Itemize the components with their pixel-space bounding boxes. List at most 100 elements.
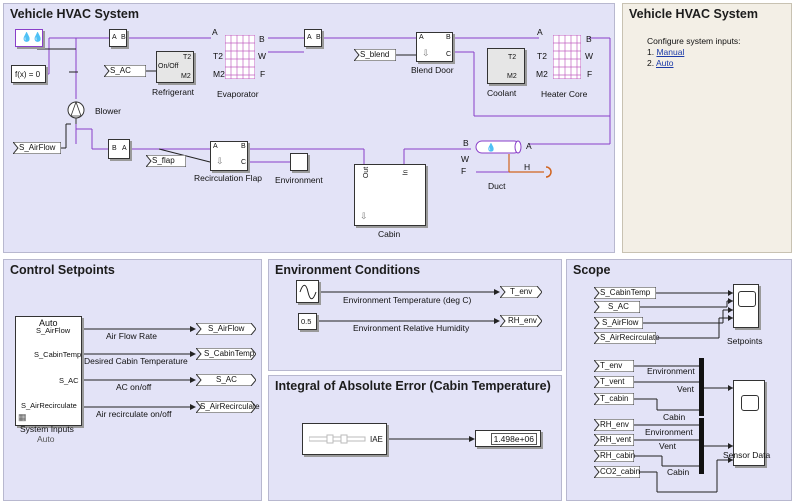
environment-block[interactable] — [290, 153, 308, 171]
from-tag-s-airrecirculate[interactable]: S_AirRecirculate — [594, 332, 660, 344]
from-tag-s-blend[interactable]: S_blend — [354, 49, 396, 61]
iae-display-value: 1.498e+06 — [490, 433, 537, 445]
heater-core-block[interactable]: A B T2 W M2 F — [536, 27, 594, 79]
system-inputs-sublabel: Auto — [37, 434, 55, 444]
info-panel-title: Vehicle HVAC System — [629, 7, 758, 21]
coolant-label: Coolant — [487, 88, 517, 98]
scope-wires — [633, 290, 733, 493]
from-tag-rh-cabin[interactable]: RH_cabin — [594, 450, 635, 462]
damper-icon: ⇩ — [422, 48, 430, 58]
goto-tag-s-cabintemp[interactable]: S_CabinTemp — [196, 348, 256, 360]
from-tag-t-vent[interactable]: T_vent — [594, 376, 634, 388]
refrigerant-label: Refrigerant — [152, 87, 195, 97]
control-wires — [82, 326, 196, 410]
iae-subsystem-icon — [309, 434, 366, 444]
signal-air-flow-rate: Air Flow Rate — [106, 331, 158, 341]
environment-wires — [315, 289, 500, 324]
pipe-icon: 💧 — [475, 140, 522, 154]
port-ab-top[interactable]: A B — [109, 29, 127, 47]
signal-ac-onoff: AC on/off — [116, 382, 152, 392]
iae-subsystem-block[interactable]: IAE — [302, 423, 387, 455]
system-inputs-subsystem[interactable]: Auto S_AirFlow S_CabinTemp S_AC S_AirRec… — [15, 316, 82, 426]
configure-text: Configure system inputs: — [647, 36, 741, 46]
system-inputs-label: System Inputs — [20, 424, 74, 434]
sine-wave-source[interactable] — [296, 280, 319, 303]
signal-air-recirculate: Air recirculate on/off — [96, 409, 172, 419]
from-tag-s-ac-hvac[interactable]: S_AC — [104, 65, 146, 77]
port-ba[interactable]: B A — [108, 139, 130, 159]
goto-tag-s-airflow[interactable]: S_AirFlow — [196, 323, 256, 335]
link-auto-item: 2. Auto — [647, 58, 674, 68]
svg-text:💧: 💧 — [486, 142, 496, 152]
iae-wires — [386, 436, 475, 442]
coolant-block[interactable]: T2 M2 — [487, 48, 525, 84]
from-tag-rh-vent[interactable]: RH_vent — [594, 434, 634, 446]
blower-label: Blower — [95, 106, 121, 116]
evaporator-block[interactable]: A B T2 W M2 F — [212, 27, 267, 79]
environment-panel-title: Environment Conditions — [275, 263, 421, 277]
rh-mux[interactable] — [699, 418, 704, 474]
rh-signal-vent: Vent — [659, 441, 677, 451]
sensor-data-label: Sensor Data — [723, 450, 771, 460]
info-panel: Vehicle HVAC System Configure system inp… — [622, 3, 792, 253]
blend-door-label: Blend Door — [411, 65, 454, 75]
solver-config-block[interactable]: f(x) = 0 — [11, 65, 46, 83]
control-setpoints-panel: Control Setpoints Auto S_AirFlow S_Cabin… — [3, 259, 262, 501]
iae-display-block[interactable]: 1.498e+06 — [475, 430, 541, 447]
from-tag-s-flap[interactable]: S_flap — [146, 155, 186, 167]
blower-fan-icon[interactable] — [65, 99, 87, 125]
recirculation-flap-block[interactable]: A B C ⇩ — [210, 141, 248, 171]
environment-humidity-label: Environment Relative Humidity — [353, 323, 470, 333]
from-tag-t-cabin[interactable]: T_cabin — [594, 393, 634, 405]
scope-screen-icon — [738, 291, 756, 307]
environment-label: Environment — [275, 175, 323, 185]
refrigerant-block[interactable]: On/Off T2 M2 — [156, 51, 194, 83]
goto-tag-rh-env[interactable]: RH_env — [500, 315, 542, 327]
port-ab-middle[interactable]: A B — [304, 29, 322, 47]
evaporator-coil-icon — [225, 35, 255, 79]
link-manual-item: 1. Manual — [647, 47, 685, 57]
recirculation-flap-label: Recirculation Flap — [194, 173, 263, 183]
goto-tag-s-airrecirculate[interactable]: S_AirRecirculate — [196, 401, 260, 413]
duct-block[interactable]: B A W F H 💧 — [456, 136, 552, 180]
sine-wave-icon — [299, 284, 317, 300]
heater-core-label: Heater Core — [541, 89, 588, 99]
humidity-constant-block[interactable]: 0.5 — [298, 313, 317, 330]
goto-tag-t-env[interactable]: T_env — [500, 286, 542, 298]
cabin-label: Cabin — [378, 229, 401, 239]
from-tag-co2-cabin[interactable]: CO2_cabin — [594, 466, 640, 478]
scope-panel-title: Scope — [573, 263, 611, 277]
setpoints-scope-label: Setpoints — [727, 336, 763, 346]
subsystem-icon: ▦ — [18, 412, 27, 422]
hvac-system-panel: Vehicle HVAC System — [3, 3, 615, 253]
link-manual[interactable]: Manual — [656, 47, 685, 57]
from-tag-s-airflow[interactable]: S_AirFlow — [594, 317, 643, 329]
hvac-panel-title: Vehicle HVAC System — [10, 7, 139, 21]
damper-icon: ⇩ — [216, 156, 224, 166]
temp-mux[interactable] — [699, 358, 704, 416]
goto-tag-s-ac[interactable]: S_AC — [196, 374, 256, 386]
link-auto[interactable]: Auto — [656, 58, 674, 68]
moist-source-block[interactable]: 💧💧 — [15, 29, 43, 47]
rh-signal-cabin: Cabin — [667, 467, 690, 477]
cabin-block[interactable]: Out In ⇩ — [354, 164, 426, 226]
from-tag-s-cabintemp[interactable]: S_CabinTemp — [594, 287, 656, 299]
duct-label: Duct — [488, 181, 506, 191]
setpoints-scope[interactable] — [733, 284, 759, 328]
blend-door-block[interactable]: A B C ⇩ — [416, 32, 453, 62]
scope-screen-icon — [741, 395, 759, 411]
from-tag-t-env[interactable]: T_env — [594, 360, 634, 372]
signal-desired-cabin-temp: Desired Cabin Temperature — [84, 356, 188, 366]
from-tag-rh-env[interactable]: RH_env — [594, 419, 634, 431]
from-tag-s-airflow-hvac[interactable]: S_AirFlow — [13, 142, 61, 154]
from-tag-s-ac[interactable]: S_AC — [594, 301, 640, 313]
temp-signal-environment: Environment — [647, 366, 695, 376]
control-panel-title: Control Setpoints — [10, 263, 115, 277]
iae-panel-title: Integral of Absolute Error (Cabin Temper… — [275, 379, 551, 393]
temp-signal-cabin: Cabin — [663, 412, 686, 422]
evaporator-label: Evaporator — [217, 89, 259, 99]
cabin-icon: ⇩ — [360, 211, 368, 221]
iae-panel: Integral of Absolute Error (Cabin Temper… — [268, 375, 562, 501]
sensor-data-scope[interactable] — [733, 380, 765, 466]
environment-conditions-panel: Environment Conditions Environment Tempe… — [268, 259, 562, 371]
